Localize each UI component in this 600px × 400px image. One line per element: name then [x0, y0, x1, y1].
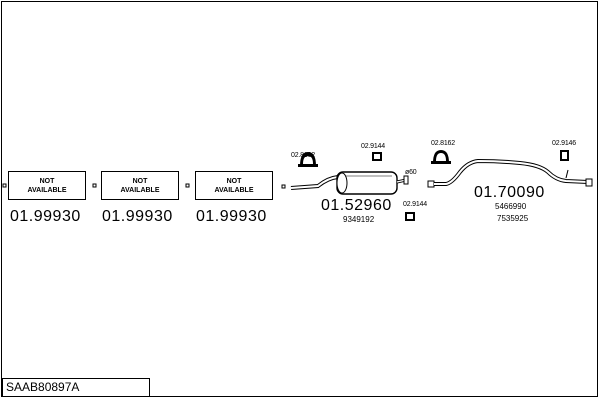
oe-reference-rear-2: 7535925: [497, 214, 529, 223]
connector-marker-1: [2, 183, 7, 188]
part-number-middle: 01.52960: [321, 197, 392, 214]
oe-reference-rear-1: 5466990: [495, 202, 527, 211]
clamp-icon: [427, 180, 435, 188]
hanger-label-left: 02.8162: [291, 152, 315, 159]
rubber-hanger-icon: [431, 150, 451, 164]
oe-reference-middle: 9349192: [343, 215, 375, 224]
not-available-box-3: NOT AVAILABLE: [195, 171, 273, 200]
part-number-1: 01.99930: [10, 208, 81, 225]
hanger-label-top: 02.9144: [361, 143, 385, 150]
part-number-rear: 01.70090: [474, 184, 545, 201]
rubber-hanger-icon: [298, 152, 318, 167]
rubber-mount-icon: [372, 152, 382, 161]
na-line1: NOT: [132, 177, 148, 185]
na-line1: NOT: [226, 177, 242, 185]
na-line1: NOT: [39, 177, 55, 185]
connector-marker-4: [281, 184, 286, 189]
not-available-box-2: NOT AVAILABLE: [101, 171, 179, 200]
na-line2: AVAILABLE: [120, 186, 160, 194]
part-number-2: 01.99930: [102, 208, 173, 225]
middle-muffler-drawing: [290, 171, 409, 195]
connector-marker-2: [92, 183, 97, 188]
na-line2: AVAILABLE: [214, 186, 254, 194]
hanger-label-rear-right: 02.9146: [552, 140, 576, 147]
clamp-label: ø60: [405, 169, 417, 176]
kit-code-box: SAAB80897A: [2, 378, 150, 397]
rubber-mount-icon: [560, 150, 569, 161]
kit-code: SAAB80897A: [6, 380, 80, 394]
hanger-label-bottom: 02.9144: [403, 201, 427, 208]
part-number-3: 01.99930: [196, 208, 267, 225]
hanger-label-rear-left: 02.8162: [431, 140, 455, 147]
not-available-box-1: NOT AVAILABLE: [8, 171, 86, 200]
rear-pipe-drawing: [427, 158, 593, 188]
na-line2: AVAILABLE: [27, 186, 67, 194]
clamp-icon: [403, 175, 409, 185]
connector-marker-3: [185, 183, 190, 188]
rubber-mount-icon: [405, 212, 415, 221]
